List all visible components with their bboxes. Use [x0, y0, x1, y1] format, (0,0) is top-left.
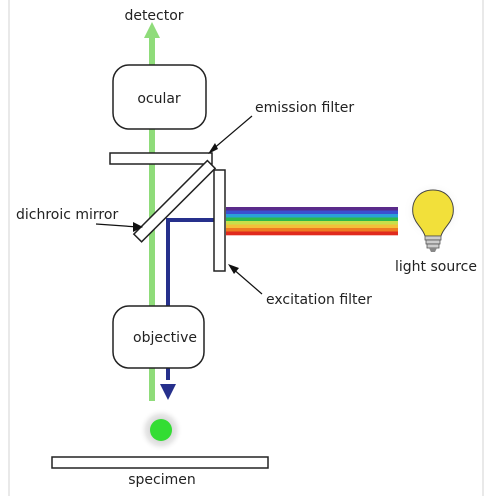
light-bulb-icon — [403, 184, 463, 252]
spectrum-band — [226, 210, 398, 215]
dichroic-mirror-label: dichroic mirror — [16, 207, 118, 223]
excitation-light-spectrum — [226, 207, 398, 236]
specimen-slide — [51, 456, 269, 469]
light-source-label: light source — [395, 259, 477, 275]
ocular — [112, 64, 207, 130]
emission-filter-pointer-head — [208, 143, 218, 154]
spectrum-band — [226, 207, 398, 211]
spectrum-band — [226, 221, 398, 225]
specimen-label: specimen — [128, 472, 196, 488]
excitation-filter-label: excitation filter — [266, 292, 372, 308]
spectrum-band — [226, 214, 398, 218]
excitation-filter — [213, 169, 226, 272]
detector-label: detector — [124, 8, 183, 24]
objective-label: objective — [133, 330, 197, 346]
spectrum-band — [226, 228, 398, 232]
emission-filter-label: emission filter — [255, 100, 354, 116]
spectrum-band — [226, 231, 398, 236]
dichroic-mirror-pointer-head — [133, 222, 143, 232]
spectrum-band — [226, 217, 398, 222]
ocular-label: ocular — [137, 91, 181, 107]
emission-filter — [109, 152, 213, 165]
excitation-filter-pointer — [231, 267, 263, 295]
dichroic-mirror — [132, 159, 217, 243]
emission-filter-pointer — [211, 115, 253, 151]
specimen-glow — [150, 419, 172, 441]
right-frame-edge — [482, 0, 484, 496]
arrow-down-icon — [160, 384, 176, 400]
spectrum-band — [226, 224, 398, 229]
left-frame-edge — [8, 0, 10, 496]
dichroic-mirror-pointer — [95, 223, 139, 228]
objective — [112, 305, 205, 369]
excitation-filter-pointer-head — [228, 264, 239, 274]
arrow-up-icon — [144, 22, 160, 38]
